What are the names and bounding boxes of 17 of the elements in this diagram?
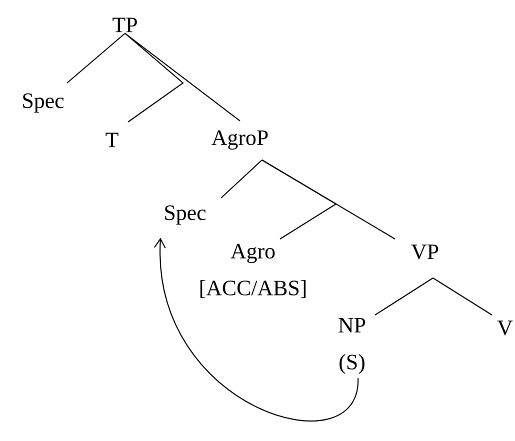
tree-branch (124, 32, 240, 122)
tree-branch (262, 160, 396, 240)
phrase-label: TP (112, 18, 137, 32)
tree-branch (66, 32, 126, 84)
phrase-label: VP (411, 244, 438, 260)
phrase-label: AgroP (212, 130, 268, 150)
head-label: T (106, 132, 118, 148)
tree-branch (432, 278, 492, 316)
phrase-label: NP (S) (338, 318, 366, 374)
movement-arrow (154, 238, 359, 422)
tree-branch (220, 160, 262, 198)
specifier-label: Spec (165, 205, 206, 225)
tree-branch (374, 278, 434, 316)
tree-branch (124, 32, 184, 122)
head-label: Agro [ACC/ABS] (200, 244, 306, 298)
head-label: V (497, 320, 513, 336)
specifier-label: Spec (23, 93, 64, 113)
